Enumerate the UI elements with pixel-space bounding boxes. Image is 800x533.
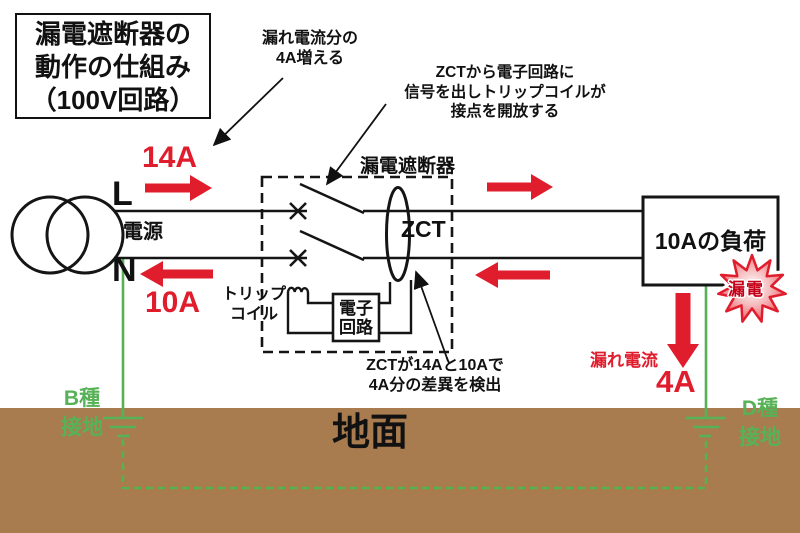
leak-burst-label: 漏電 — [728, 280, 764, 299]
earth-d-label: D種 接地 — [739, 397, 781, 449]
flow-arrow-right-source — [145, 175, 212, 201]
line-l-label: L — [112, 175, 133, 213]
switch-blade-n — [299, 229, 365, 262]
flow-arrow-right-load — [487, 174, 553, 200]
transformer-icon — [10, 195, 125, 275]
annotation-leak-increase: 漏れ電流分の 4A増える — [261, 30, 358, 67]
zct-ellipse — [385, 186, 411, 282]
annotation-zct-detect: ZCTが14Aと10Aで 4A分の差異を検出 — [366, 357, 504, 394]
trip-coil-label: トリップ コイル — [221, 286, 286, 323]
arrow-to-contacts — [325, 103, 387, 186]
trip-coil-icon — [286, 286, 333, 335]
load-label: 10Aの負荷 — [654, 227, 767, 254]
open-contact-x-icons — [289, 202, 307, 267]
breaker-label: 漏電遮断器 — [360, 156, 456, 177]
electronic-circuit-label: 電子 回路 — [339, 298, 373, 337]
switch-blade-l — [299, 182, 365, 215]
arrow-to-14a — [212, 77, 284, 147]
earth-b-label: B種 接地 — [61, 387, 103, 439]
electronic-circuit-box — [331, 292, 381, 343]
source-label: 電源 — [123, 221, 163, 243]
earth-return-dashed-line — [121, 439, 708, 490]
current-flow-arrows — [140, 174, 699, 368]
diagram-title: 漏電遮断器の 動作の仕組み （100V回路） — [15, 13, 211, 119]
arrow-to-zct — [413, 270, 449, 362]
leak-current-label: 漏れ電流 — [590, 351, 658, 370]
flow-arrow-left-source — [140, 261, 213, 287]
zct-secondary-wires — [379, 280, 413, 335]
leak-current-value: 4A — [656, 364, 696, 399]
earth-d-icon — [686, 285, 726, 438]
leak-current-down-arrow — [667, 293, 699, 368]
annotation-zct-signal: ZCTから電子回路に 信号を出しトリップコイルが 接点を開放する — [404, 64, 606, 120]
ground-label: 地面 — [332, 412, 409, 454]
ground-area — [0, 408, 800, 533]
flow-arrow-left-load — [475, 262, 550, 288]
leak-burst-icon — [713, 250, 791, 327]
current-14a-value: 14A — [142, 141, 198, 174]
circuit-wires — [114, 182, 643, 262]
line-n-label: N — [112, 251, 137, 289]
annotation-arrows — [212, 77, 449, 362]
earth-b-icon — [103, 259, 143, 438]
current-10a-value: 10A — [145, 286, 201, 319]
breaker-dashed-box — [260, 175, 454, 354]
zct-label: ZCT — [401, 216, 446, 242]
